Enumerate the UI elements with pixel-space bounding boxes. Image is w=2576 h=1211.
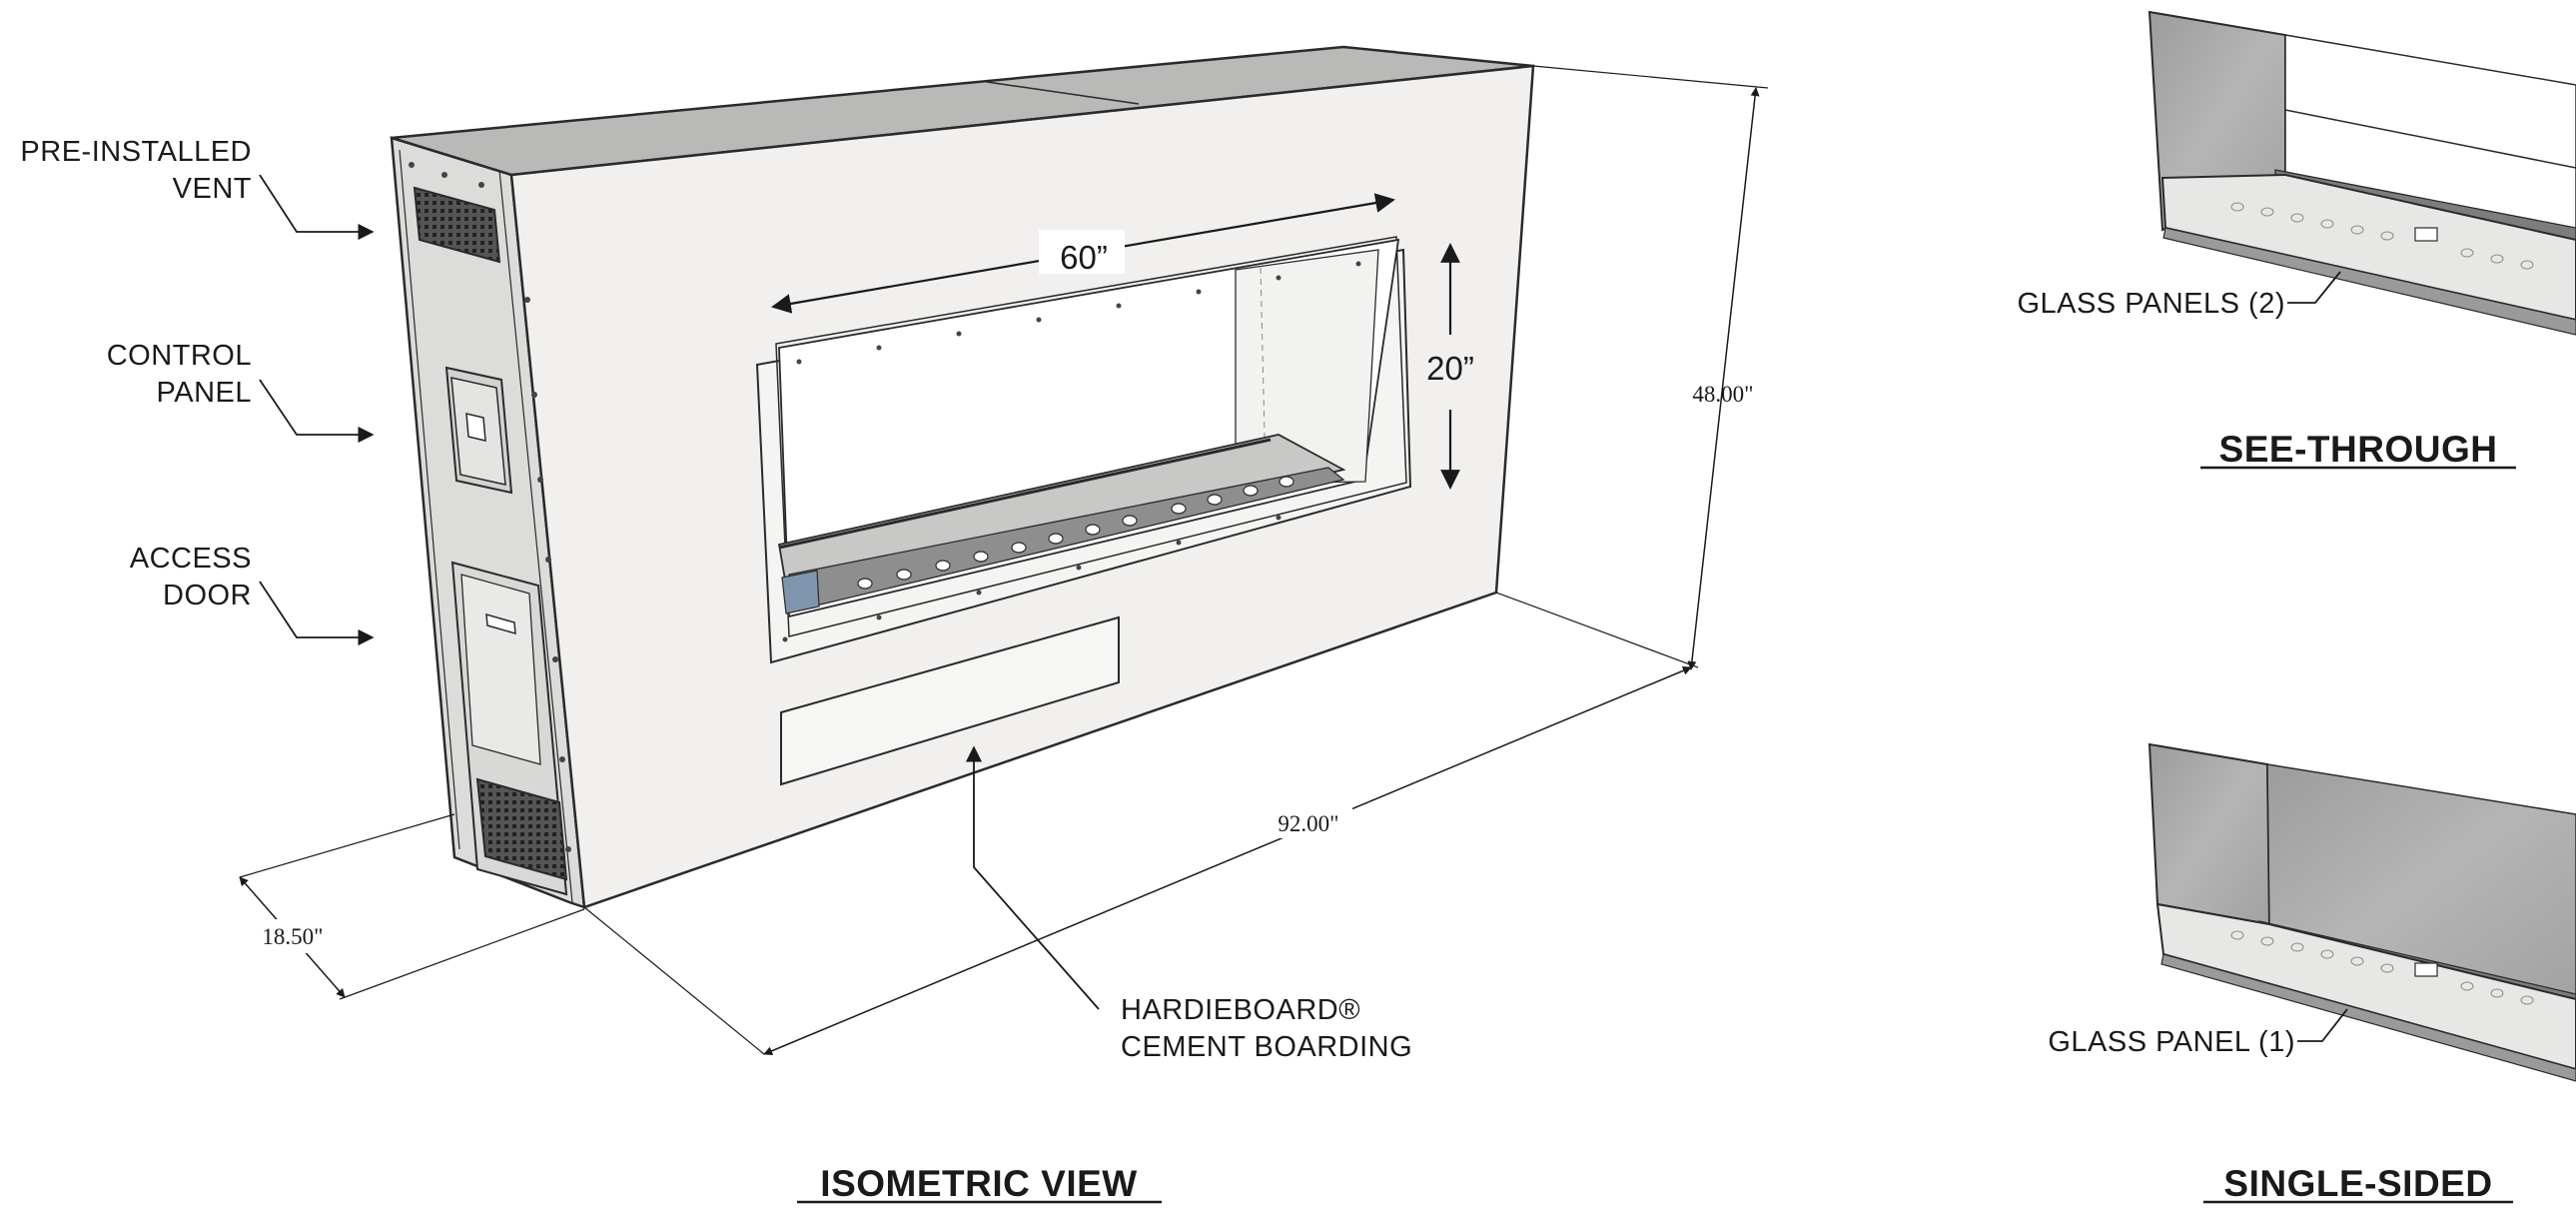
single-sided-detail — [2147, 742, 2576, 1082]
side-screws — [409, 162, 571, 852]
overall-width-arrow — [763, 665, 1692, 1056]
opening-height-label: 20” — [1426, 350, 1474, 387]
lower-vent-grille — [475, 777, 568, 881]
isometric-view-title: ISOMETRIC VIEW — [820, 1163, 1137, 1204]
overall-height-label: 48.00" — [1692, 382, 1753, 407]
control-panel-box — [444, 366, 513, 495]
hardieboard-label-line2: CEMENT BOARDING — [1121, 1031, 1412, 1063]
glass-panels-two-label: GLASS PANELS (2) — [2017, 288, 2285, 320]
view-titles: ISOMETRIC VIEW SEE-THROUGH SINGLE-SIDED — [797, 429, 2516, 1204]
access-door — [450, 561, 568, 896]
fireplace-unit — [390, 45, 1535, 909]
see-through-title: SEE-THROUGH — [2219, 429, 2498, 470]
vent-label-line1: PRE-INSTALLED — [20, 136, 252, 168]
overall-depth-label: 18.50" — [262, 924, 323, 949]
dimension-labels: 60” 20” 48.00" 92.00" 18.50" — [248, 230, 1754, 953]
single-sided-title: SINGLE-SIDED — [2223, 1163, 2492, 1204]
vent-grille — [413, 186, 501, 264]
callout-leaders — [259, 174, 1100, 1010]
hardieboard-label-line1: HARDIEBOARD® — [1121, 994, 1360, 1026]
see-through-detail — [2147, 10, 2576, 336]
overall-width-label: 92.00" — [1278, 811, 1338, 836]
access-label-line2: DOOR — [163, 580, 252, 611]
dimension-lines — [239, 65, 1769, 1056]
vent-label-line2: VENT — [173, 173, 252, 205]
glass-panel-one-label: GLASS PANEL (1) — [2048, 1026, 2295, 1058]
access-label-line1: ACCESS — [130, 543, 252, 575]
unit-top-seam — [986, 81, 1140, 105]
callout-labels: PRE-INSTALLED VENT CONTROL PANEL ACCESS … — [20, 136, 2295, 1063]
control-label-line2: PANEL — [157, 377, 252, 409]
control-label-line1: CONTROL — [107, 340, 252, 372]
overall-height-arrow — [1687, 87, 1760, 670]
opening-width-label: 60” — [1060, 239, 1108, 276]
